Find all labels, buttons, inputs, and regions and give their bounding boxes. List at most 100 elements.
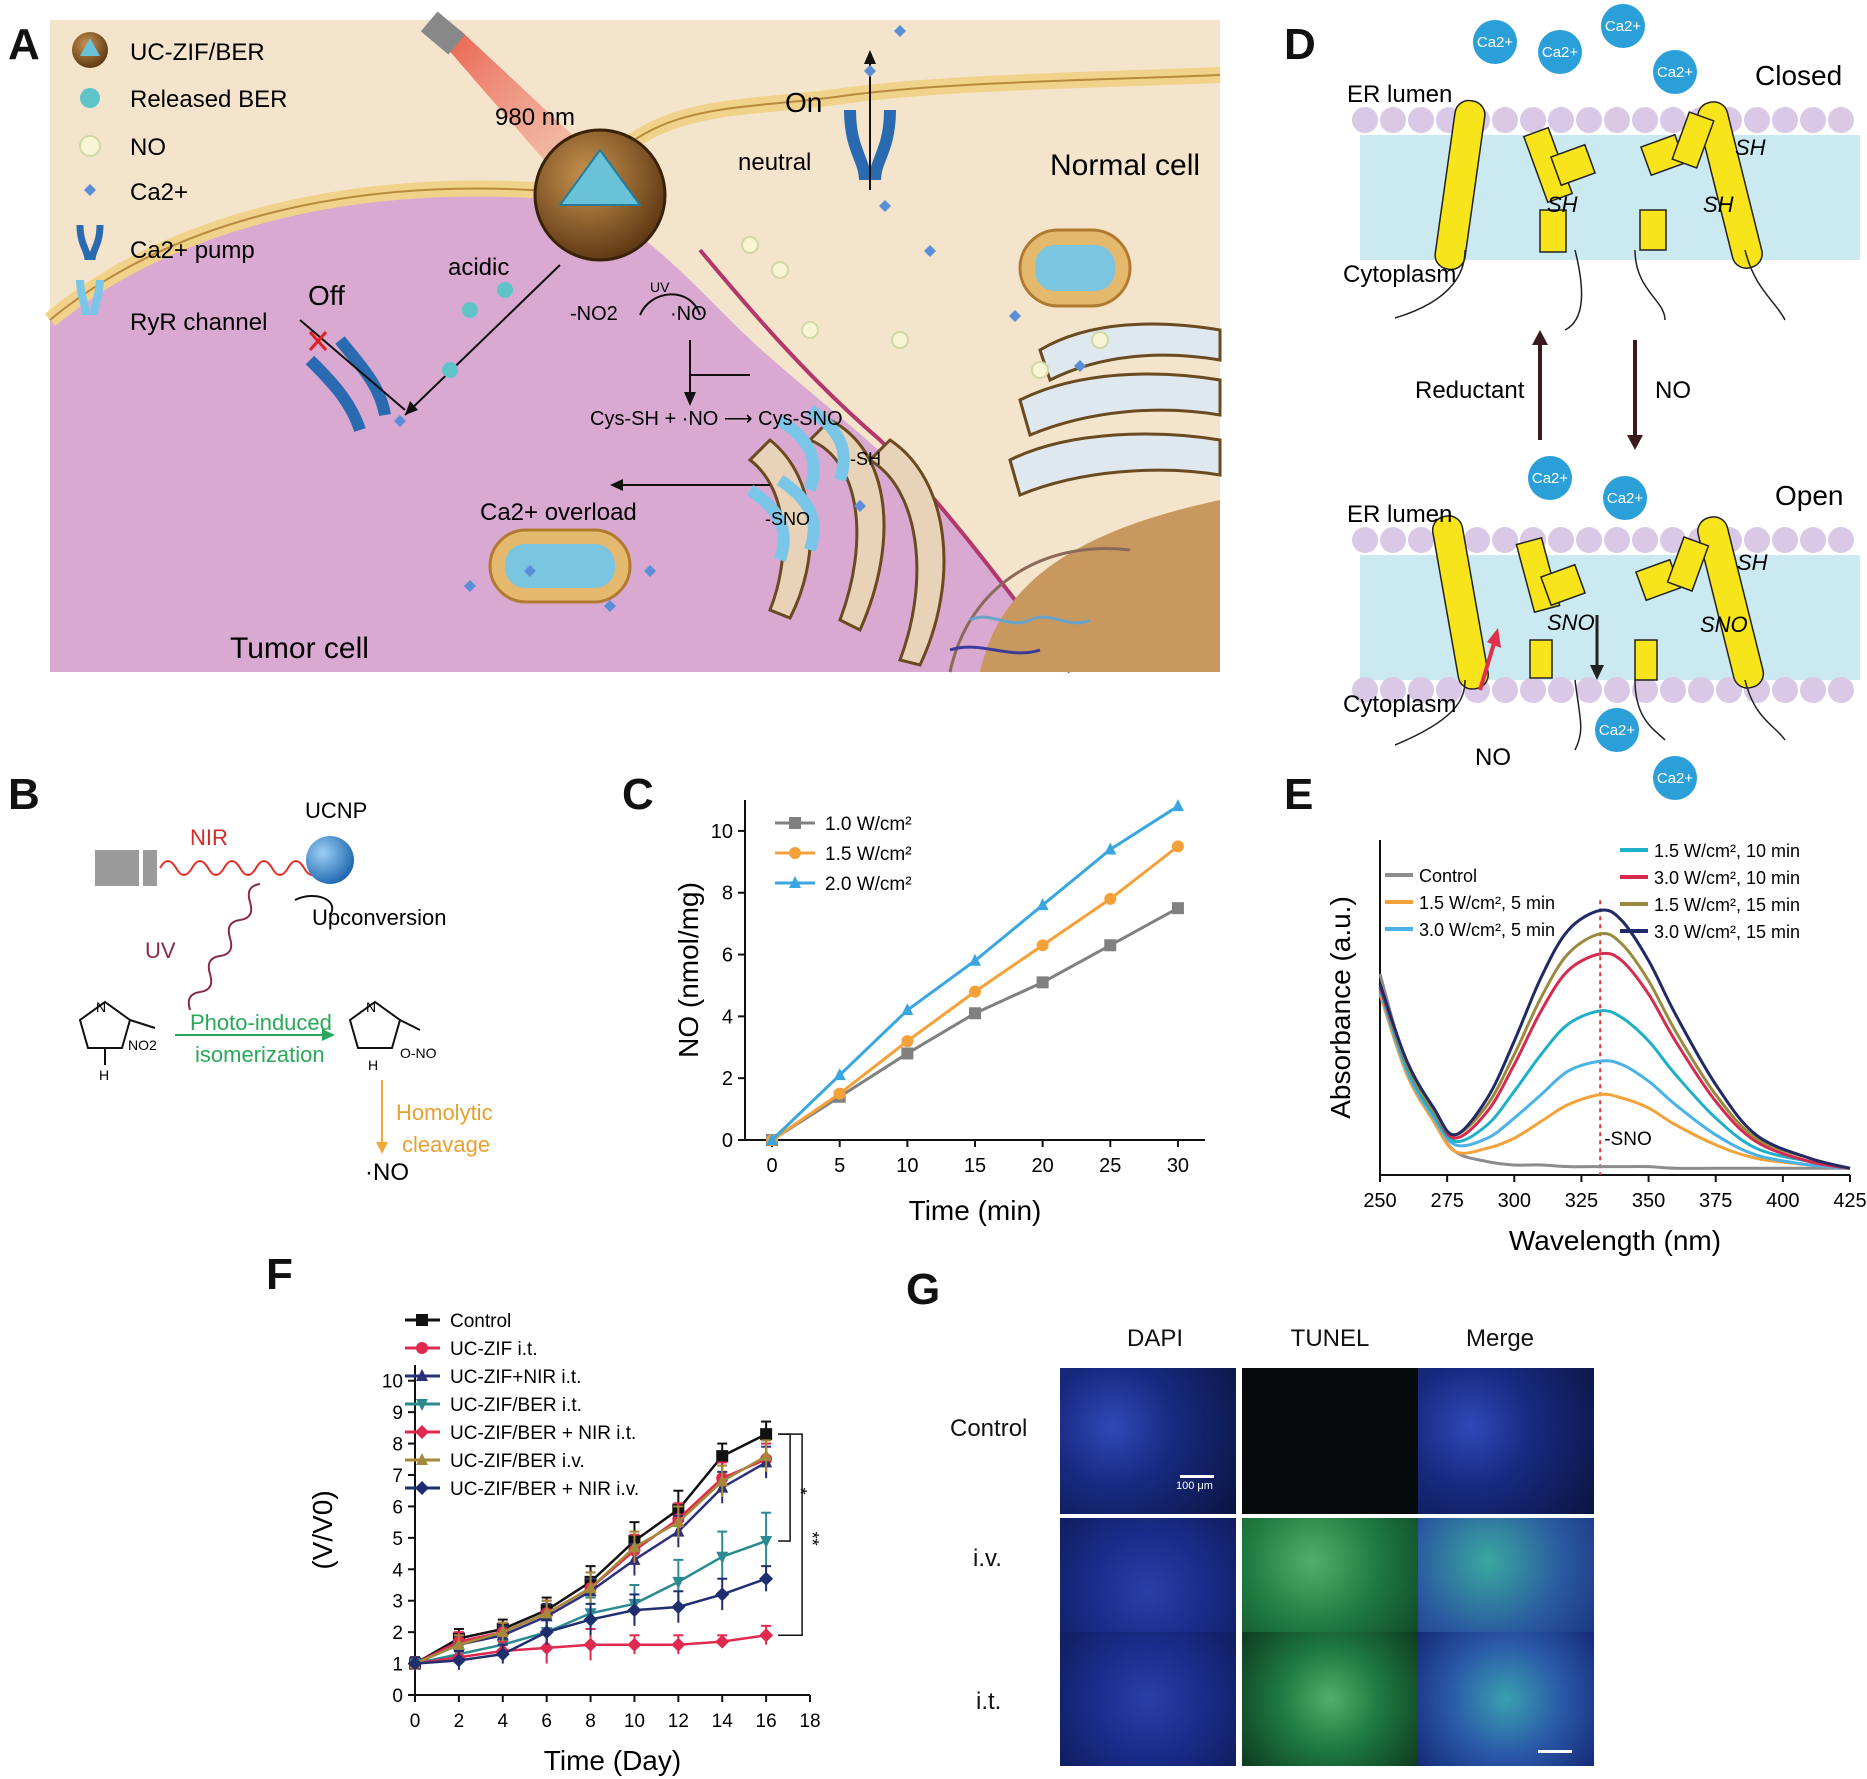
x-tick-label: 18 <box>799 1711 820 1732</box>
homolytic-label-1: Homolytic <box>396 1100 493 1125</box>
tumor-cell-label: Tumor cell <box>230 632 369 665</box>
ca-ion-label: Ca2+ <box>1599 722 1636 739</box>
panel-letter-g: G <box>906 1265 941 1314</box>
data-point <box>1171 902 1184 915</box>
data-point <box>760 1536 773 1548</box>
data-point <box>760 1428 773 1441</box>
data-point <box>1171 799 1184 812</box>
legend-marker <box>416 1369 428 1381</box>
legend-marker <box>416 1399 428 1411</box>
scale-bar <box>1180 1475 1214 1478</box>
data-point <box>628 1540 641 1553</box>
y-tick-label: 5 <box>392 1529 403 1550</box>
x-tick-label: 400 <box>1766 1190 1799 1212</box>
spectrum-line <box>1378 993 1851 1170</box>
micrograph-control-merge <box>1418 1368 1594 1514</box>
data-point <box>583 1612 598 1627</box>
nitro-group-label: NO2 <box>128 1037 157 1053</box>
data-point <box>1104 939 1117 952</box>
legend-label: Control <box>1419 866 1477 886</box>
significance-star: * <box>790 1488 810 1495</box>
ring-n-label: N <box>96 999 106 1015</box>
data-point <box>716 1450 729 1463</box>
nitro-label: -NO2 <box>570 303 618 325</box>
ring-n-label: N <box>366 999 376 1015</box>
x-axis-label: Wavelength (nm) <box>1509 1225 1721 1256</box>
sno-label: SNO <box>1700 612 1748 637</box>
data-point <box>1036 976 1049 989</box>
cytoplasm-label: Cytoplasm <box>1343 261 1456 288</box>
ca-ion-label: Ca2+ <box>1607 490 1644 507</box>
legend-label: UC-ZIF/BER + NIR i.t. <box>450 1423 636 1444</box>
x-tick-label: 250 <box>1363 1190 1396 1212</box>
sno-annotation: -SNO <box>1604 1129 1652 1150</box>
closed-label: Closed <box>1755 60 1842 91</box>
legend-label: 1.5 W/cm² <box>825 844 912 865</box>
data-point <box>1036 939 1049 952</box>
panel-a-schematic: UC-ZIF/BER Released BER NO Ca2+ Ca2+ pum… <box>44 11 1222 674</box>
spectrum-line <box>1378 908 1851 1170</box>
data-point <box>583 1637 598 1652</box>
legend-marker <box>416 1342 428 1354</box>
y-tick-label: 9 <box>392 1403 403 1424</box>
y-tick-label: 6 <box>722 945 733 967</box>
no-radical-label: ·NO <box>670 303 707 325</box>
y-tick-label: 3 <box>392 1592 403 1613</box>
y-tick-label: 10 <box>382 1372 403 1393</box>
legend-ca-pump: Ca2+ pump <box>130 237 255 264</box>
panel-letter-f: F <box>266 1250 293 1299</box>
y-tick-label: 1 <box>392 1655 403 1676</box>
x-axis-label: Time (Day) <box>544 1745 681 1776</box>
data-point <box>901 1003 914 1016</box>
legend-ca: Ca2+ <box>130 179 188 206</box>
data-point <box>969 985 981 998</box>
no-arrow-label: NO <box>1475 744 1511 771</box>
micrograph-it-tunel <box>1242 1632 1418 1766</box>
data-point <box>627 1603 642 1618</box>
data-point <box>584 1581 597 1594</box>
ca-ion-label: Ca2+ <box>1657 770 1694 787</box>
neutral-label: neutral <box>738 149 811 176</box>
legend-marker <box>789 817 801 829</box>
panel-letter-b: B <box>8 770 40 819</box>
data-point <box>969 1007 981 1020</box>
cytoplasm-label: Cytoplasm <box>1343 691 1456 718</box>
row-label-control: Control <box>950 1415 1028 1442</box>
x-tick-label: 350 <box>1632 1190 1665 1212</box>
data-point <box>408 1656 422 1671</box>
y-axis-label: NO (nmol/mg) <box>673 882 704 1058</box>
x-tick-label: 425 <box>1833 1190 1866 1212</box>
ca-ion-label: Ca2+ <box>1542 44 1579 61</box>
legend-label: Control <box>450 1311 511 1332</box>
x-tick-label: 8 <box>585 1711 596 1732</box>
x-tick-label: 20 <box>1032 1155 1054 1177</box>
ono-group-label: O-NO <box>400 1045 437 1061</box>
data-point <box>672 1576 685 1589</box>
ucnp-label: UCNP <box>305 798 367 823</box>
data-point <box>1104 892 1117 905</box>
y-tick-label: 4 <box>392 1560 403 1581</box>
legend-uc-zif-ber: UC-ZIF/BER <box>130 39 265 66</box>
legend-label: 2.0 W/cm² <box>825 874 912 895</box>
y-tick-label: 2 <box>392 1623 403 1644</box>
x-tick-label: 4 <box>497 1711 508 1732</box>
no-transition-label: NO <box>1655 377 1691 404</box>
y-axis-label: (V/V0) <box>307 1490 338 1569</box>
x-tick-label: 375 <box>1699 1190 1732 1212</box>
legend-label: 3.0 W/cm², 10 min <box>1654 868 1800 888</box>
micrograph-control-tunel <box>1242 1368 1418 1514</box>
data-point <box>452 1637 465 1650</box>
data-point <box>766 1133 779 1145</box>
data-point <box>759 1628 774 1643</box>
sno-label: SNO <box>1547 610 1595 635</box>
sh-label: SH <box>1735 135 1766 160</box>
legend-label: 3.0 W/cm², 5 min <box>1419 920 1555 940</box>
legend-marker <box>416 1453 428 1465</box>
open-state <box>1352 515 1860 751</box>
y-tick-label: 7 <box>392 1466 403 1487</box>
panel-letter-e: E <box>1284 770 1314 819</box>
data-point <box>715 1634 730 1649</box>
